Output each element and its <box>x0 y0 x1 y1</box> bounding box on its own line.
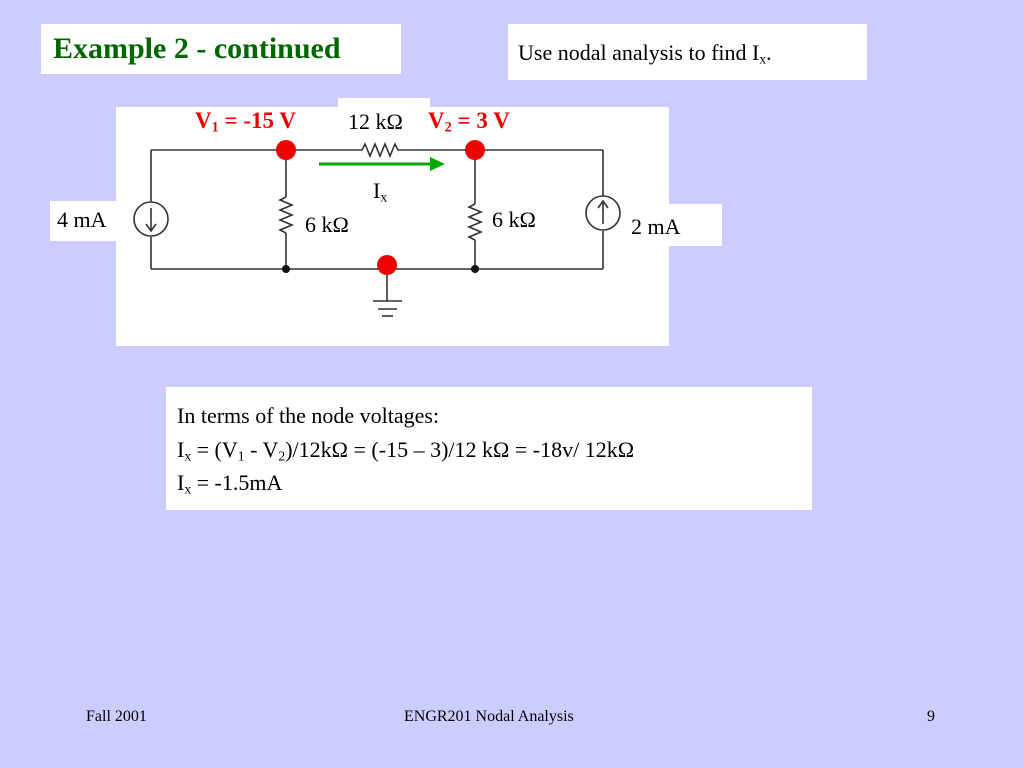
solution-box: In terms of the node voltages: Ix = (V1 … <box>166 387 812 510</box>
title-box: Example 2 - continued <box>41 24 401 74</box>
r-top-label: 12 kΩ <box>348 109 403 134</box>
solution-line-2: Ix = (V1 - V2)/12kΩ = (-15 – 3)/12 kΩ = … <box>177 437 634 463</box>
v2-label: V2 = 3 V <box>428 108 510 136</box>
src-right-label: 2 mA <box>631 214 681 239</box>
circuit-panel <box>116 107 669 346</box>
l2-a-sub: x <box>184 448 192 464</box>
solution-line-3: Ix = -1.5mA <box>177 470 282 496</box>
r-left-label: 6 kΩ <box>305 212 349 237</box>
l2-a: I <box>177 437 185 462</box>
v1-sub: 1 <box>211 119 219 136</box>
l2-b-sub: 1 <box>237 448 245 464</box>
task-text: Use nodal analysis to find Ix. <box>518 40 772 66</box>
v1-main: V <box>195 108 212 133</box>
l2-b: = (V <box>191 437 238 462</box>
src-right-label-bg <box>620 204 722 246</box>
junction-dot-right <box>471 265 479 273</box>
task-end: . <box>766 40 772 65</box>
v2-sub: 2 <box>444 119 452 136</box>
node-v1-marker <box>276 140 296 160</box>
v1-label: V1 = -15 V <box>195 108 296 136</box>
ix-arrow <box>319 157 445 171</box>
l3-a: I <box>177 470 185 495</box>
r-right-label: 6 kΩ <box>492 207 536 232</box>
l2-d: )/12kΩ = (-15 – 3)/12 kΩ = -18v/ 12kΩ <box>285 437 635 462</box>
resistor-6k-left <box>277 196 295 234</box>
v2-main: V <box>428 108 445 133</box>
solution-line-1: In terms of the node voltages: <box>177 403 440 428</box>
footer-page-number: 9 <box>927 708 935 725</box>
v1-value: = -15 V <box>218 108 296 133</box>
v2-value: = 3 V <box>451 108 510 133</box>
slide-title: Example 2 - continued <box>53 32 341 65</box>
ix-label: Ix <box>373 178 387 204</box>
resistor-12k <box>361 141 399 159</box>
l2-c-sub: 2 <box>278 448 286 464</box>
src-left-label-bg <box>50 201 125 241</box>
src-left-label: 4 mA <box>57 207 107 232</box>
node-v2-marker <box>465 140 485 160</box>
source-left <box>133 201 169 237</box>
l3-b: = -1.5mA <box>191 470 283 495</box>
node-ground-marker <box>377 255 397 275</box>
l3-a-sub: x <box>184 481 192 497</box>
junction-dot-left <box>282 265 290 273</box>
l2-c: - V <box>244 437 279 462</box>
footer-course: ENGR201 Nodal Analysis <box>404 708 574 725</box>
r-top-label-bg <box>338 98 430 128</box>
resistor-6k-right <box>466 203 484 241</box>
source-right <box>585 195 621 231</box>
task-main: Use nodal analysis to find I <box>518 40 760 65</box>
ix-main: I <box>373 178 381 203</box>
task-box: Use nodal analysis to find Ix. <box>508 24 867 80</box>
task-sub: x <box>759 51 767 67</box>
footer-date: Fall 2001 <box>86 708 147 725</box>
ix-sub: x <box>380 189 388 205</box>
